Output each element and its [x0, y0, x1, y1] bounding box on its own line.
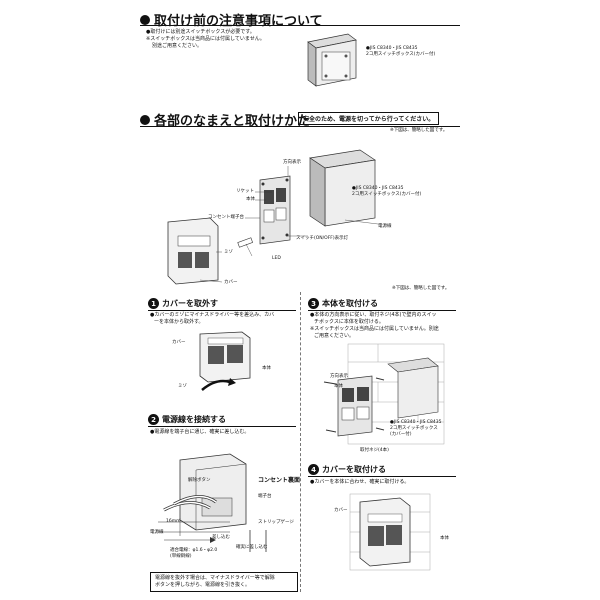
- label-switchbox-line2: 2コ用スイッチボックス(カバー付): [352, 192, 422, 197]
- step2-label-wire: 電源線: [150, 530, 164, 535]
- section2-heading: 各部のなまえと取付けかた: [140, 110, 310, 129]
- step3-text-line3: ※スイッチボックスは当商品には付属していません。別途: [310, 326, 439, 332]
- section1-heading: 取付け前の注意事項について: [140, 10, 323, 29]
- step3-illustration: [323, 343, 445, 445]
- step3-label-body: 本体: [334, 384, 343, 389]
- section1-note2: ※スイッチボックスは当商品には付属していません。: [146, 36, 265, 42]
- step3-label-direction: 方向表示: [330, 374, 348, 379]
- section2-note-top: ※下図は、簡略した図です。: [390, 128, 448, 133]
- step4-rule: [308, 476, 456, 477]
- step2-spec-line2: (単線銅線): [170, 554, 192, 559]
- section1-note1: ●取付けには別途スイッチボックスが必要です。: [146, 29, 255, 35]
- label-body: 本体: [246, 197, 255, 202]
- step4-number: 4: [308, 464, 319, 475]
- label-wire: 電源線: [378, 224, 392, 229]
- step3-text-line4: ご用意ください。: [314, 333, 355, 339]
- step2-title: 電源線を接続する: [162, 415, 226, 424]
- step3-box-line1: ●JIS C8340・JIS C8435: [390, 420, 442, 425]
- switch-box-illustration: [307, 33, 357, 87]
- step1-label-body: 本体: [262, 366, 271, 371]
- column-divider: [300, 292, 301, 592]
- step1-rule: [148, 310, 296, 311]
- step4-illustration: [349, 493, 431, 571]
- label-cover: カバー: [224, 280, 238, 285]
- label-switchbox-line1: ●JIS C8340・JIS C8435: [352, 186, 404, 191]
- step4-title: カバーを取付ける: [322, 465, 386, 474]
- step2-rule: [148, 426, 296, 427]
- step1-heading: 1 カバーを取外す: [148, 298, 218, 309]
- step3-box-line3: (カバー付): [390, 432, 412, 437]
- step1-label-cover: カバー: [172, 340, 186, 345]
- step2-spec-line1: 適合電線：φ1.6・φ2.0: [170, 548, 218, 553]
- step1-text-line2: ーを本体から取外す。: [154, 319, 204, 325]
- section1-box-label: ●JIS C8340・JIS C8435 2コ用スイッチボックス(カバー付): [366, 46, 466, 58]
- step3-number: 3: [308, 298, 319, 309]
- step1-text: ●カバーのミゾにマイナスドライバー等を差込み、カバ ーを本体から取外す。: [150, 312, 300, 326]
- step4-text: ●カバーを本体に合わせ、確実に取付ける。: [310, 479, 410, 485]
- box-label-line2: 2コ用スイッチボックス(カバー付): [366, 52, 436, 57]
- step2-label-spec: 適合電線：φ1.6・φ2.0 (単線銅線): [170, 548, 250, 560]
- step2-text: ●電源線を端子台に通じ、確実に差し込む。: [150, 429, 250, 435]
- section1-title: 取付け前の注意事項について: [154, 14, 323, 29]
- step1-label-groove: ミゾ: [178, 384, 187, 389]
- section1-note3: 別途ご用意ください。: [152, 43, 203, 49]
- step3-box-line2: 2コ用スイッチボックス: [390, 426, 438, 431]
- section1-rule: [140, 25, 460, 26]
- step2-note-line1: 電源線を抜外す場合は、マイナスドライバー等で解除: [155, 575, 275, 581]
- label-switch-indicator: スイッチ(ON/OFF)表示灯: [296, 236, 349, 241]
- step2-heading: 2 電源線を接続する: [148, 414, 226, 425]
- step3-label-switchbox: ●JIS C8340・JIS C8435 2コ用スイッチボックス (カバー付): [390, 420, 460, 438]
- label-outlet-terminal: コンセント端子台: [208, 215, 244, 220]
- step2-note-line2: ボタンを押しながら、電源線を引き抜く。: [155, 582, 251, 588]
- step3-title: 本体を取付ける: [322, 299, 378, 308]
- step2-label-16mm: 16mm: [166, 519, 181, 524]
- step2-illustration: [158, 453, 267, 552]
- exploded-parts-diagram: [167, 149, 379, 285]
- label-switchbox: ●JIS C8340・JIS C8435 2コ用スイッチボックス(カバー付): [352, 186, 442, 198]
- label-direction: 方向表示: [283, 160, 301, 165]
- step3-text-line2: チボックスに本体を取付ける。: [314, 319, 384, 325]
- step3-text: ●本体の方向表示に従い、取付ネジ(4本)で壁内のスイッ チボックスに本体を取付け…: [310, 312, 460, 340]
- section1-notes: ●取付けには別途スイッチボックスが必要です。 ※スイッチボックスは当商品には付属…: [146, 29, 296, 50]
- section2-title: 各部のなまえと取付けかた: [154, 114, 311, 129]
- step2-label-insert: 差し込む: [212, 535, 230, 540]
- step4-label-body: 本体: [440, 536, 449, 541]
- step3-label-screw: 取付ネジ(4本): [360, 448, 389, 453]
- step2-label-release-button: 解除ボタン: [188, 478, 211, 483]
- step4-heading: 4 カバーを取付ける: [308, 464, 386, 475]
- step3-text-line1: ●本体の方向表示に従い、取付ネジ(4本)で壁内のスイッ: [310, 312, 437, 318]
- step3-rule: [308, 310, 456, 311]
- step2-number: 2: [148, 414, 159, 425]
- step2-label-strip-gauge: ストリップゲージ: [258, 520, 294, 525]
- bullet-icon: [140, 114, 150, 125]
- step3-heading: 3 本体を取付ける: [308, 298, 378, 309]
- step2-label-terminal: 端子台: [258, 494, 272, 499]
- bullet-icon: [140, 14, 150, 25]
- step1-title: カバーを取外す: [162, 299, 218, 308]
- step2-label-fit: 確実に差し込む: [236, 545, 268, 550]
- section2-note-mid: ※下図は、簡略した図です。: [392, 286, 450, 291]
- safety-notice: 安全のため、電源を切ってから行ってください。: [298, 112, 440, 125]
- label-groove: ミゾ: [224, 250, 233, 255]
- label-led: LED: [272, 256, 281, 261]
- step1-number: 1: [148, 298, 159, 309]
- label-receptacle: リケット: [236, 189, 254, 194]
- box-label-line1: ●JIS C8340・JIS C8435: [366, 46, 418, 51]
- step2-note-box: 電源線を抜外す場合は、マイナスドライバー等で解除 ボタンを押しながら、電源線を引…: [150, 572, 298, 592]
- step1-text-line1: ●カバーのミゾにマイナスドライバー等を差込み、カバ: [150, 312, 275, 318]
- step4-label-cover: カバー: [334, 508, 348, 513]
- step2-label-outlet-back: コンセント裏面: [258, 477, 301, 484]
- step1-illustration: [199, 331, 251, 391]
- section2-rule: [140, 126, 460, 127]
